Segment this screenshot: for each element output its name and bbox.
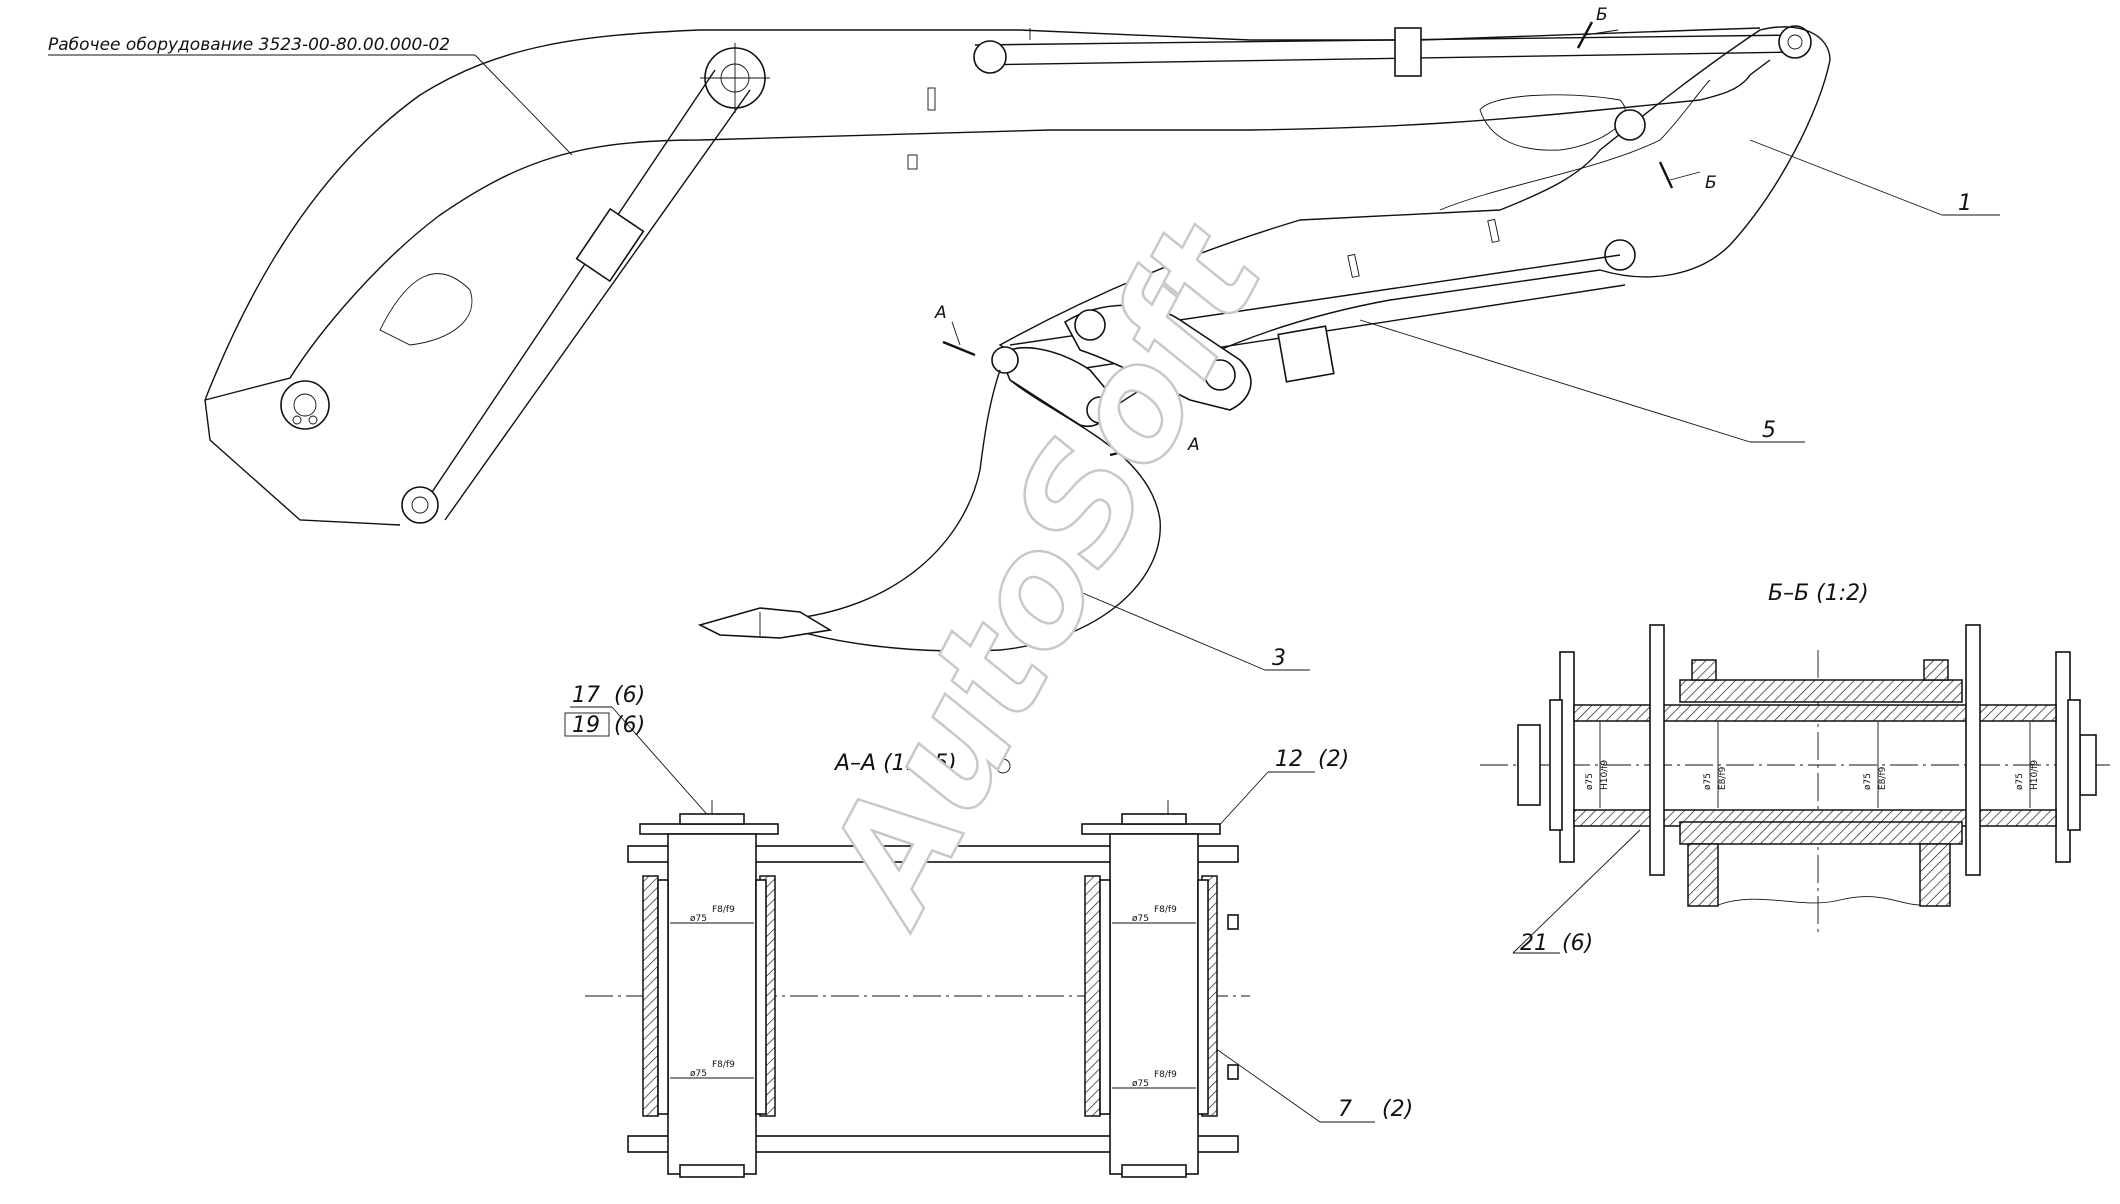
bb-dim-3-value: ø75 — [1863, 773, 1873, 790]
bb-dim-4-fit: H10/f9 — [2030, 760, 2040, 790]
bb-dim-2-value: ø75 — [1703, 773, 1713, 790]
callout-3: 3 — [1272, 646, 1286, 671]
bucket — [697, 369, 1161, 652]
bb-dim-3-fit: E8/f9 — [1878, 766, 1888, 790]
aa-dim-2-fit: F8/f9 — [712, 1060, 735, 1070]
aa-dim-1-value: ø75 — [690, 914, 707, 924]
section-mark-b-right: Б — [1705, 173, 1717, 193]
callout-1: 1 — [1958, 191, 1972, 216]
section-mark-a-top: А — [934, 303, 947, 323]
callout-12: 12 — [1275, 747, 1303, 772]
watermark: AutoSoft — [788, 197, 1299, 951]
bb-dim-1-value: ø75 — [1585, 773, 1595, 790]
aa-dim-4-fit: F8/f9 — [1154, 1070, 1177, 1080]
aa-dim-3-value: ø75 — [1132, 914, 1149, 924]
section-a-a-title: А–А (1:2,5) — [833, 751, 957, 776]
callouts: Рабочее оборудование 3523-00-80.00.000-0… — [48, 35, 2000, 1123]
bb-dim-4-value: ø75 — [2015, 773, 2025, 790]
callout-17-qty: (6) — [614, 683, 645, 708]
callout-12-qty: (2) — [1318, 747, 1349, 772]
boom — [204, 27, 1771, 526]
callout-21: 21 — [1520, 931, 1548, 956]
callout-7: 7 — [1338, 1097, 1352, 1122]
callout-19-qty: (6) — [614, 713, 645, 738]
bb-dim-1-fit: H10/f9 — [1600, 760, 1610, 790]
section-mark-a-bottom: А — [1187, 435, 1200, 455]
aa-dim-1-fit: F8/f9 — [712, 905, 735, 915]
section-a-a: А–А (1:2,5) ø75 F8/f9 ø75 F8/f9 — [585, 751, 1250, 1178]
aa-dim-2-value: ø75 — [690, 1069, 707, 1079]
stick — [907, 26, 1831, 411]
section-b-b-title: Б–Б (1:2) — [1768, 581, 1869, 606]
section-marks: Б Б А А — [934, 5, 1717, 457]
bucket-linkage — [991, 304, 1252, 427]
bb-dim-2-fit: E8/f9 — [1718, 766, 1728, 790]
drawing-title: Рабочее оборудование 3523-00-80.00.000-0… — [48, 35, 450, 55]
callout-21-qty: (6) — [1562, 931, 1593, 956]
section-b-b: Б–Б (1:2) ø75 H10/f9 ø75 E8/f9 ø75 E8/f9… — [1480, 581, 2110, 935]
callout-19: 19 — [572, 713, 600, 738]
callout-5: 5 — [1762, 418, 1776, 443]
section-mark-b-top: Б — [1596, 5, 1608, 25]
aa-dim-3-fit: F8/f9 — [1154, 905, 1177, 915]
boom-cylinder — [401, 69, 751, 524]
callout-7-qty: (2) — [1382, 1097, 1413, 1122]
arm-cylinder — [973, 25, 1812, 77]
aa-dim-4-value: ø75 — [1132, 1079, 1149, 1089]
callout-17: 17 — [572, 683, 600, 708]
